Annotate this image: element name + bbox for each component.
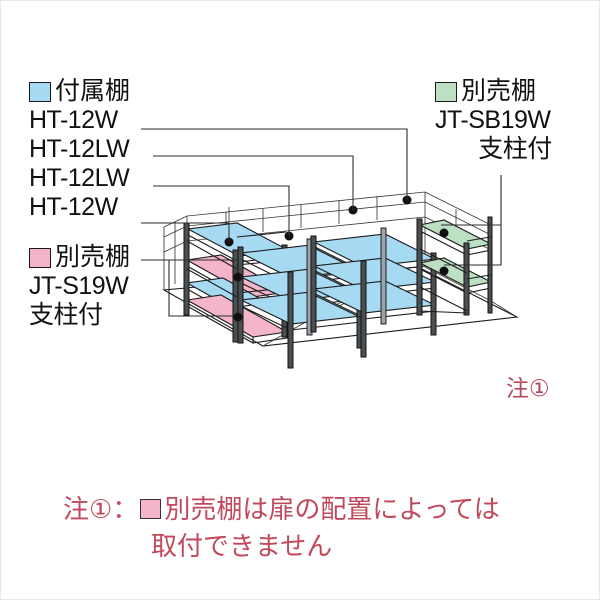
footnote: 注① ： 別売棚は扉の配置によっては 取付できません (63, 493, 500, 562)
legend-pink-swatch (29, 247, 51, 268)
legend-green-header: 別売棚 (435, 79, 595, 104)
legend-pink-header: 別売棚 (29, 245, 130, 270)
legend-green-suffix: 支柱付 (478, 135, 552, 163)
legend-included-shelf: 付属棚 HT-12W HT-12LW HT-12LW HT-12W (29, 79, 130, 220)
legend-green-model: JT-SB19W (435, 106, 551, 134)
legend-blue-model-4: HT-12W (29, 193, 118, 221)
shelf-unit-right-green (416, 216, 493, 316)
callout-dot (439, 266, 449, 276)
shed-right-wall-frame (424, 191, 518, 318)
shed-floor-outline (162, 266, 519, 347)
legend-blue-swatch (29, 81, 51, 102)
callout-dot (233, 272, 243, 282)
callout-dot (224, 237, 234, 247)
callout-dot (402, 195, 412, 205)
legend-blue-header: 付属棚 (29, 79, 130, 104)
legend-optional-shelf-pink: 別売棚 JT-S19W 支柱付 (29, 245, 130, 328)
footnote-separator: ： (112, 494, 139, 524)
legend-pink-model: JT-S19W (29, 272, 129, 300)
legend-optional-shelf-green: 別売棚 JT-SB19W 支柱付 (435, 79, 595, 162)
legend-blue-model-3: HT-12LW (29, 164, 130, 192)
leader-lines-left (141, 128, 412, 247)
footnote-swatch (140, 499, 162, 520)
footnote-line-1: 注① ： 別売棚は扉の配置によっては (63, 493, 500, 526)
legend-blue-title: 付属棚 (55, 77, 131, 105)
shed-back-wall-frame (186, 191, 426, 291)
shelf-unit-left-pink (183, 222, 290, 344)
footnote-line-2: 取付できません (151, 530, 333, 561)
shelf-unit-center-left-blue (237, 238, 363, 369)
legend-blue-model-2: HT-12LW (29, 135, 130, 163)
footnote-text-1: 別売棚は扉の配置によっては (164, 494, 500, 524)
callout-dot (284, 231, 294, 241)
footnote-marker: 注① (63, 494, 113, 524)
legend-pink-suffix: 支柱付 (29, 301, 103, 329)
shelf-unit-center-right-blue (310, 227, 437, 358)
vertical-hanger-lines (228, 161, 408, 242)
shed-left-wall-frame (163, 215, 188, 290)
legend-green-swatch (435, 81, 457, 102)
legend-pink-title: 別売棚 (55, 243, 131, 271)
note-marker-in-diagram: 注① (506, 375, 550, 401)
legend-blue-model-1: HT-12W (29, 106, 118, 134)
legend-green-title: 別売棚 (461, 77, 537, 105)
leader-lines-pink (141, 259, 243, 322)
callout-dot (233, 312, 243, 322)
callout-dot (439, 228, 449, 238)
leader-lines-green (439, 175, 502, 276)
callout-dot (348, 205, 358, 215)
